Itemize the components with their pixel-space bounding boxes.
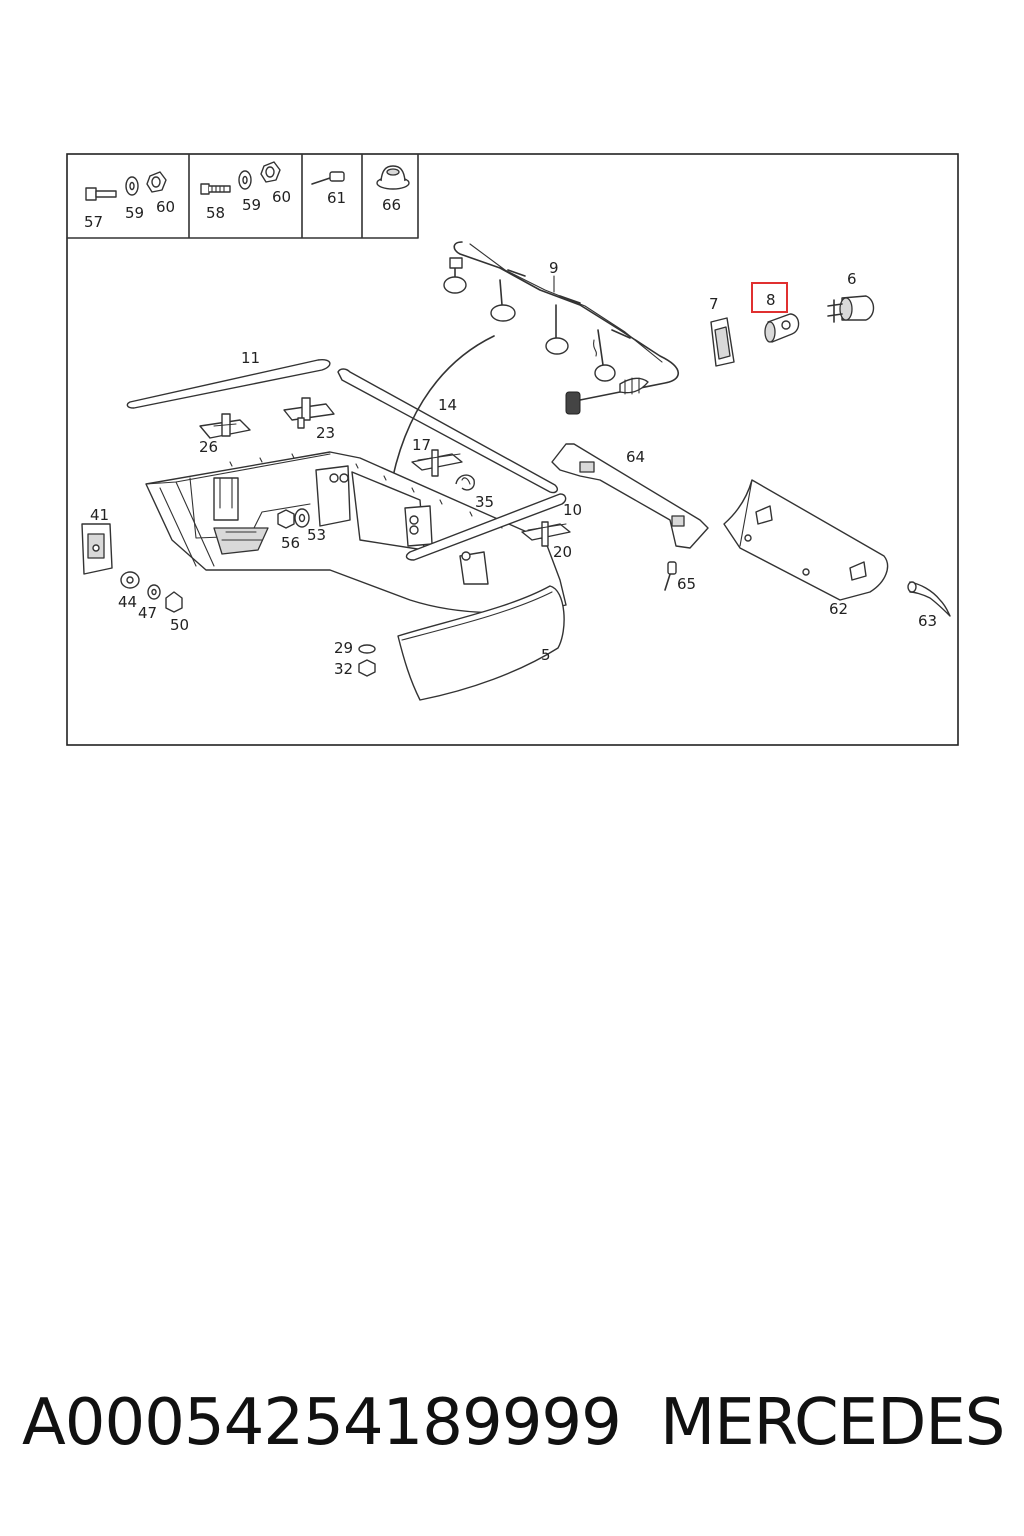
bolt-57-icon (85, 187, 117, 201)
clip-26 (199, 413, 251, 439)
bracket-64 (551, 443, 709, 549)
callout-56: 56 (281, 534, 300, 552)
highlight-box-8[interactable] (751, 282, 788, 313)
hardware-legend-grid (66, 153, 419, 239)
spring-clip-35 (455, 474, 475, 491)
part-number: A00054254189999 (22, 1386, 622, 1460)
callout-59-b: 59 (242, 196, 261, 214)
bumper-body (145, 451, 567, 614)
bumper-cover-5 (397, 585, 565, 701)
callout-60: 60 (156, 198, 175, 216)
callout-41: 41 (90, 506, 109, 524)
wiring-harness-9 (443, 241, 680, 415)
pin-65 (664, 561, 677, 591)
callout-17: 17 (412, 436, 431, 454)
callout-61: 61 (327, 189, 346, 207)
holder-6 (827, 295, 875, 323)
clip-17 (411, 449, 463, 477)
diagram-frame (66, 153, 959, 746)
clip-20 (521, 521, 571, 547)
cover-panel-62 (723, 479, 889, 601)
sensor-8 (764, 313, 800, 343)
callout-29: 29 (334, 639, 353, 657)
hook-63 (907, 581, 951, 617)
nut-50 (165, 591, 183, 613)
frame-7 (710, 317, 735, 367)
nut-32 (358, 659, 376, 677)
callout-53: 53 (307, 526, 326, 544)
callout-63: 63 (918, 612, 937, 630)
callout-44: 44 (118, 593, 137, 611)
callout-47: 47 (138, 604, 157, 622)
callout-35: 35 (475, 493, 494, 511)
bolt-58-icon (200, 183, 231, 195)
callout-50: 50 (170, 616, 189, 634)
washer-29 (358, 644, 376, 654)
bracket-41 (81, 523, 113, 575)
parts-diagram-svg: 57 59 60 58 59 60 61 66 (66, 153, 959, 746)
callout-20: 20 (553, 543, 572, 561)
callout-26: 26 (199, 438, 218, 456)
nut-60-icon (146, 171, 167, 193)
callout-66: 66 (382, 196, 401, 214)
callout-23: 23 (316, 424, 335, 442)
callout-62: 62 (829, 600, 848, 618)
callout-8[interactable]: 8 (766, 291, 776, 309)
callout-6: 6 (847, 270, 857, 288)
clip-61-icon (311, 171, 345, 185)
trim-strip-11 (126, 358, 331, 409)
callout-64: 64 (626, 448, 645, 466)
callout-58: 58 (206, 204, 225, 222)
callout-60-b: 60 (272, 188, 291, 206)
callout-7: 7 (709, 295, 719, 313)
callout-10: 10 (563, 501, 582, 519)
nut-60-icon-b (260, 161, 281, 183)
callout-14: 14 (438, 396, 457, 414)
grommet-66-icon (376, 165, 410, 190)
callout-59: 59 (125, 204, 144, 222)
nut-56 (277, 509, 295, 529)
callout-9: 9 (549, 259, 559, 277)
clip-23 (283, 397, 335, 429)
callout-32: 32 (334, 660, 353, 678)
parts-diagram: 57 59 60 58 59 60 61 66 (0, 0, 1024, 760)
callout-57: 57 (84, 213, 103, 231)
molding-14 (337, 368, 558, 494)
footer: A00054254189999 MERCEDES (0, 1380, 1024, 1480)
callout-65: 65 (677, 575, 696, 593)
callout-11: 11 (241, 349, 260, 367)
callout-5: 5 (541, 646, 551, 664)
brand-name: MERCEDES (660, 1386, 1005, 1460)
molding-10 (405, 493, 567, 561)
